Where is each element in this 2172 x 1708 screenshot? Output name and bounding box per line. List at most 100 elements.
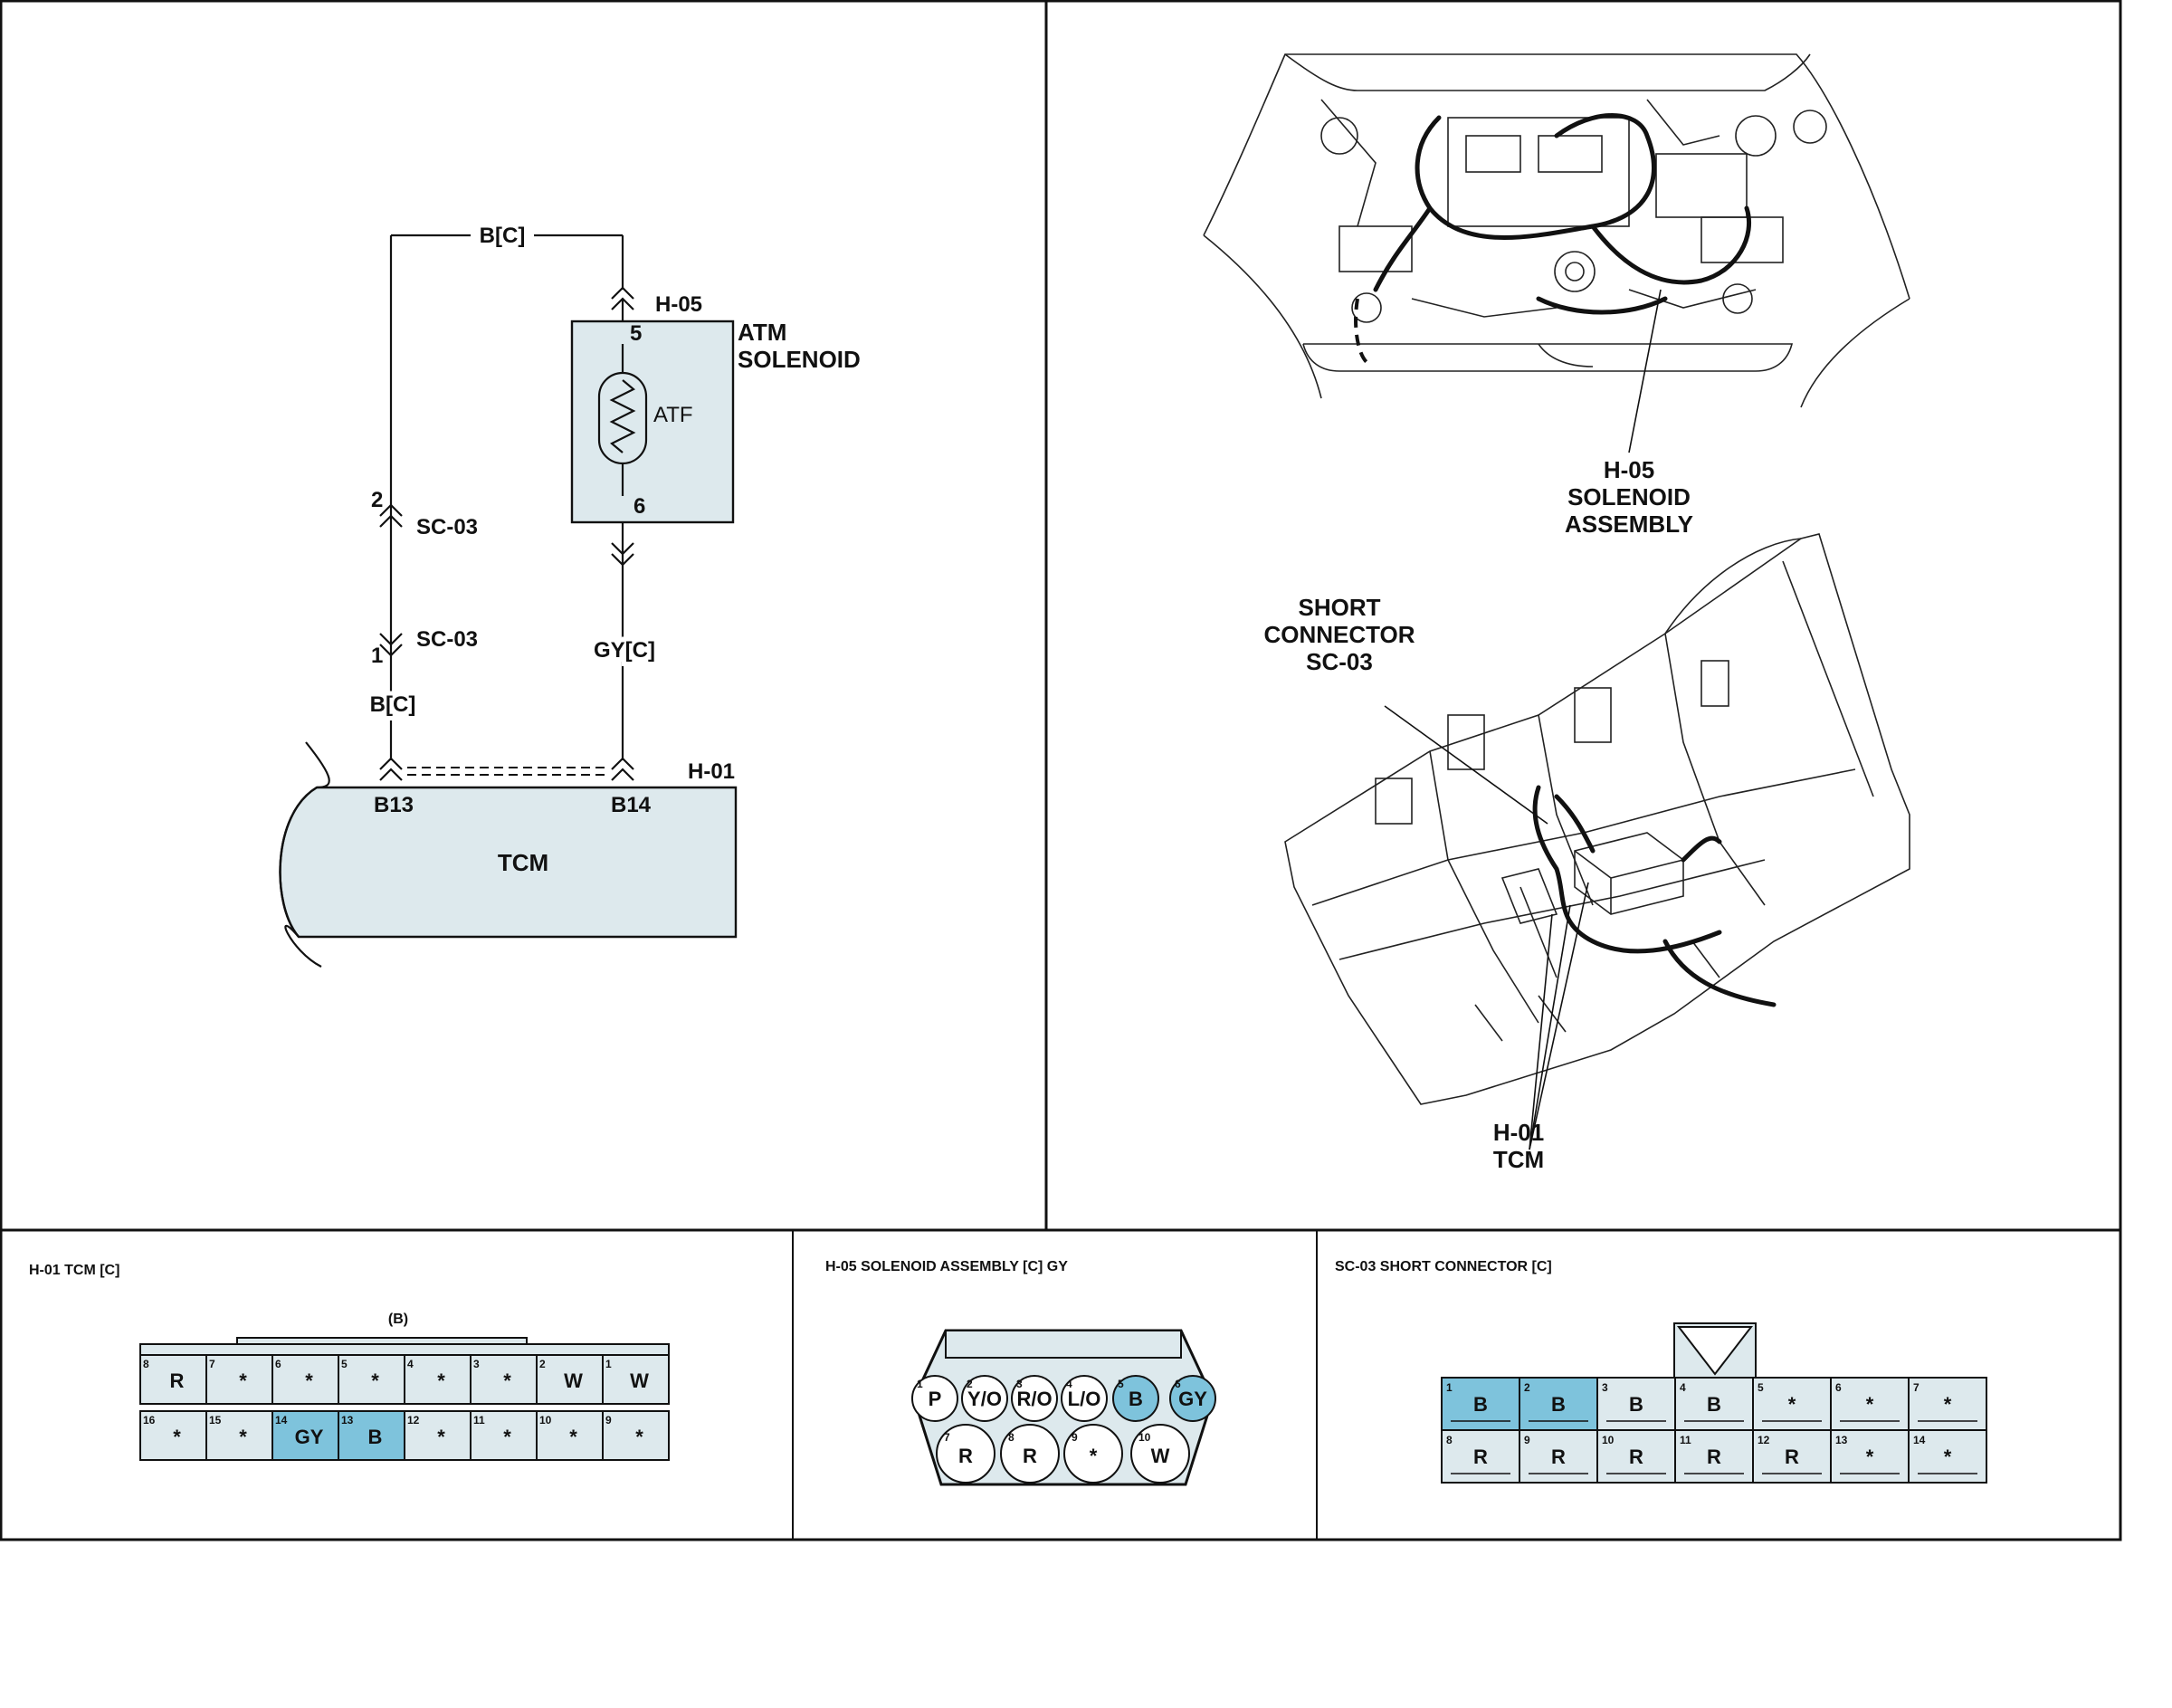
h05-pin-number: 2: [967, 1378, 973, 1390]
h01-pin-number: 5: [341, 1358, 348, 1370]
h01-connector-title: H-01 TCM [C]: [29, 1263, 119, 1278]
h01-pin-number: 16: [143, 1414, 156, 1427]
atm-solenoid-box: [570, 320, 735, 524]
h01-pin-number: 3: [473, 1358, 480, 1370]
sc03-connector-title: SC-03 SHORT CONNECTOR [C]: [1335, 1259, 1552, 1274]
tcm-pin-b13: B13: [374, 793, 414, 817]
h05-pin-color: GY: [1178, 1388, 1207, 1410]
sc03-pin-color: B: [1551, 1393, 1566, 1416]
h01-pin-color: *: [569, 1426, 577, 1448]
h01-pin-cell: [139, 1410, 207, 1461]
h05-connector-title: H-05 SOLENOID ASSEMBLY [C] GY: [825, 1259, 1068, 1274]
h01-pin-cell: [404, 1410, 472, 1461]
h01-pin-cell: [205, 1354, 273, 1405]
h01-pin-cell: [272, 1410, 339, 1461]
h05-connector-label: H-05: [655, 292, 702, 317]
sc03-pin-number: 4: [1680, 1381, 1686, 1394]
atf-label: ATF: [653, 403, 693, 427]
sc03-pin-1: 1: [371, 644, 383, 668]
h01-pin-color: B: [368, 1426, 383, 1448]
h01-pin-number: 13: [341, 1414, 354, 1427]
sc03-pin-number: 1: [1446, 1381, 1453, 1394]
solenoid-pin-6: 6: [634, 494, 645, 519]
h01-pin-color: *: [173, 1426, 181, 1448]
h05-pin-number: 9: [1072, 1431, 1078, 1444]
circuit-schematic: B[C] H-05 5 6 ATM SOLENOID ATF GY[C] 2 S…: [279, 224, 861, 968]
h01-pin-number: 1: [605, 1358, 612, 1370]
sc03-callout-line3: SC-03: [1306, 648, 1373, 675]
sc03-pin-number: 5: [1758, 1381, 1764, 1394]
h05-callout-line3: ASSEMBLY: [1565, 510, 1693, 538]
sc03-pin-number: 8: [1446, 1434, 1453, 1446]
sc03-upper-label: SC-03: [416, 515, 478, 539]
h05-connector-chevron: [611, 286, 634, 300]
sc03-pin-number: 2: [1524, 1381, 1530, 1394]
h01-pin-number: 9: [605, 1414, 612, 1427]
h01-pin-color: *: [437, 1369, 445, 1392]
h05-pin-color: R: [958, 1445, 973, 1467]
tcm-label: TCM: [498, 849, 548, 876]
h01-pin-number: 2: [539, 1358, 546, 1370]
h05-pin-number: 6: [1175, 1378, 1181, 1390]
h01-pin-color: *: [239, 1369, 247, 1392]
h05-pin-circle: [911, 1375, 958, 1422]
h01-pin-color: W: [564, 1369, 583, 1392]
h01-pin-cell: [205, 1410, 273, 1461]
h05-pin-color: R: [1023, 1445, 1037, 1467]
h01-pin-number: 12: [407, 1414, 420, 1427]
h05-pin-color: Y/O: [967, 1388, 1002, 1410]
sc03-pin-number: 14: [1913, 1434, 1926, 1446]
h01-pin-number: 15: [209, 1414, 222, 1427]
sc03-callout-line2: CONNECTOR: [1263, 621, 1415, 648]
sc03-pin-color: B: [1707, 1393, 1721, 1416]
h05-pin-circle: [1063, 1424, 1123, 1484]
h01-pin-cell: [470, 1410, 538, 1461]
sc03-pin-number: 11: [1680, 1434, 1691, 1446]
h05-callout-line1: H-05: [1604, 456, 1654, 483]
h01-pin-cell: [338, 1354, 405, 1405]
sc03-pin-color: R: [1551, 1446, 1566, 1468]
h01-tab-label: (B): [388, 1312, 408, 1327]
h05-pin-color: *: [1090, 1445, 1098, 1467]
solenoid-label: SOLENOID: [738, 346, 861, 373]
h01-pin-number: 10: [539, 1414, 552, 1427]
h01-pin-color: GY: [295, 1426, 324, 1448]
h01-pin-cell: [602, 1354, 670, 1405]
h01-pin-color: *: [635, 1426, 643, 1448]
h01-pin-number: 4: [407, 1358, 414, 1370]
h05-pin-color: L/O: [1068, 1388, 1101, 1410]
h01-pin-color: W: [630, 1369, 649, 1392]
h01-pin-color: *: [503, 1426, 511, 1448]
h05-pin-number: 4: [1066, 1378, 1072, 1390]
sc03-pin-2: 2: [371, 488, 383, 512]
h05-pin-number: 3: [1016, 1378, 1023, 1390]
h05-pin-color: B: [1129, 1388, 1143, 1410]
tcm-pin-b14: B14: [611, 793, 652, 817]
engine-bay-illustration: H-05 SOLENOID ASSEMBLY: [1203, 53, 1910, 538]
h01-pin-cell: [338, 1410, 405, 1461]
sc03-pin-color: *: [1866, 1393, 1874, 1416]
sc03-pin-color: *: [1944, 1393, 1952, 1416]
sc03-pin-number: 9: [1524, 1434, 1530, 1446]
sc03-pin-color: R: [1785, 1446, 1799, 1468]
sc03-pin-number: 3: [1602, 1381, 1608, 1394]
sc03-pin-color: B: [1473, 1393, 1488, 1416]
h05-pin-circle: [1112, 1375, 1159, 1422]
sc03-pin-color: *: [1788, 1393, 1796, 1416]
sc03-pin-number: 6: [1835, 1381, 1842, 1394]
top-wire-label: B[C]: [480, 224, 526, 248]
solenoid-pin-5: 5: [630, 321, 642, 346]
sc03-pin-color: *: [1866, 1446, 1874, 1468]
sc03-pin-color: R: [1707, 1446, 1721, 1468]
h01-pin-color: *: [437, 1426, 445, 1448]
h05-pin-circle: [1169, 1375, 1216, 1422]
sc03-pin-color: *: [1944, 1446, 1952, 1468]
h01-pin-number: 8: [143, 1358, 149, 1370]
h05-pin-circle: [936, 1424, 996, 1484]
h01-connector-face: (B)8R7*6*5*4*3*2W1W16*15*14GY13B12*11*10…: [139, 1312, 670, 1461]
gy-wire-label: GY[C]: [594, 638, 655, 663]
h05-pin-number: 10: [1138, 1431, 1151, 1444]
